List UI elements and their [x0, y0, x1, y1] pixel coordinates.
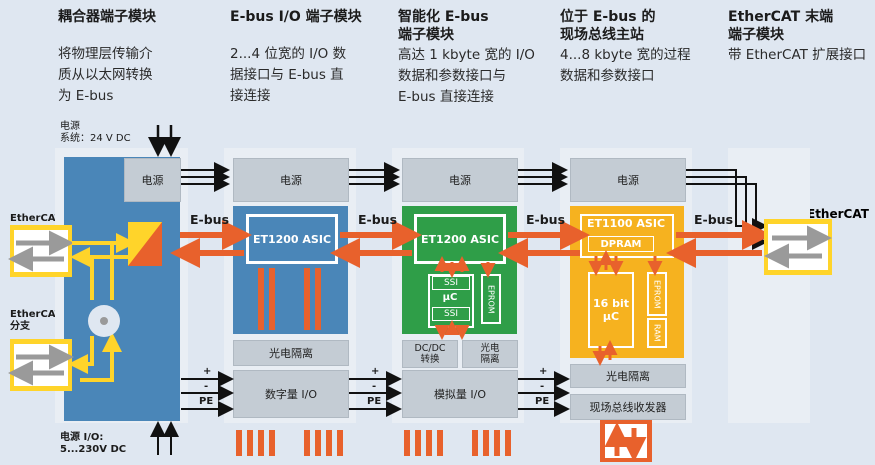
power-system-label: 电源 系统：24 V DC: [60, 121, 131, 145]
desc-line: 据接口与 E-bus 直: [230, 67, 344, 83]
ram: RAM: [647, 318, 667, 348]
asic-et1100: ET1100 ASIC: [586, 216, 666, 230]
ethercat-branch-connector: [8, 339, 74, 391]
opto-line: 隔离: [480, 354, 500, 365]
label-line: 电源: [60, 121, 80, 132]
desc-line: 4...8 kbyte 宽的过程: [560, 47, 691, 63]
plus-label-1: +: [203, 366, 212, 377]
desc-line: 带 EtherCAT 扩展接口: [728, 47, 867, 63]
desc-line: 接连接: [230, 88, 271, 104]
uc-label: µC: [442, 291, 458, 303]
title-line: 端子模块: [728, 27, 784, 43]
ebus-label-4: E-bus: [694, 212, 734, 227]
column-desc-fieldbus-master: 4...8 kbyte 宽的过程 数据和参数接口: [560, 45, 691, 87]
branch-port-center: [100, 317, 108, 325]
column-desc-end-terminal: 带 EtherCAT 扩展接口: [728, 45, 866, 66]
column-desc-intelligent: 高达 1 kbyte 宽的 I/O 数据和参数接口与 E-bus 直接连接: [398, 45, 535, 108]
column-title-ebus-io: E-bus I/O 端子模块: [230, 9, 362, 25]
pe-label-2: PE: [367, 396, 382, 407]
pe-label-1: PE: [199, 396, 214, 407]
end-terminal-module: [728, 148, 810, 423]
dcdc-line: 转换: [420, 354, 440, 365]
power-io-arrows: [150, 371, 570, 455]
fieldbus-power-box: 电源: [570, 158, 686, 202]
label-line: 系统：24 V DC: [60, 133, 131, 144]
minus-label-2: -: [372, 381, 377, 392]
fieldbus-connector: [600, 420, 652, 462]
phy-converter: [128, 222, 162, 266]
desc-line: 为 E-bus: [58, 88, 114, 104]
ebus-label-1: E-bus: [190, 212, 230, 227]
cpu-line: 16 bit: [592, 297, 630, 310]
fieldbus-transceiver: 现场总线收发器: [570, 394, 686, 420]
ethercat-out-connector: [764, 219, 832, 275]
column-title-intelligent: 智能化 E-bus 端子模块: [398, 8, 489, 44]
fieldbus-optocoupler: 光电隔离: [570, 364, 686, 388]
coupler-power-box: 电源: [124, 158, 181, 202]
opto-line: 光电: [480, 343, 500, 354]
power-feed-arrows: [148, 125, 181, 157]
ebus-label-2: E-bus: [358, 212, 398, 227]
digital-io-box: 数字量 I/O: [233, 370, 349, 418]
ebus-arrows: [170, 220, 772, 268]
opto-split-box: 光电隔离: [462, 340, 518, 368]
label-line: EtherCAT: [10, 309, 62, 320]
ebus-io-power-box: 电源: [233, 158, 349, 202]
label-line: 电源 I/O:: [60, 432, 104, 443]
column-desc-ebus-io: 2...4 位宽的 I/O 数 据接口与 E-bus 直 接连接: [230, 44, 346, 107]
column-title-coupler: 耦合器端子模块: [58, 9, 156, 25]
column-title-end-terminal: EtherCAT 末端 端子模块: [728, 8, 833, 44]
title-line: EtherCAT 末端: [728, 9, 834, 25]
fieldbus-link-arrows: [588, 250, 663, 366]
analog-io-box: 模拟量 I/O: [402, 370, 518, 418]
ethercat-out-label: EtherCAT: [807, 207, 869, 221]
label-line: 5...230V DC: [60, 444, 127, 455]
pe-label-3: PE: [535, 396, 550, 407]
ebus-label-3: E-bus: [526, 212, 566, 227]
column-desc-coupler: 将物理层传输介 质从以太网转换 为 E-bus: [58, 44, 153, 107]
ethercat-in-connector: [8, 225, 74, 277]
ebus-io-optocoupler: 光电隔离: [233, 340, 349, 366]
plus-label-2: +: [371, 366, 380, 377]
title-line: 端子模块: [398, 27, 454, 43]
ethercat-branch-label: EtherCAT 分支: [10, 309, 62, 333]
desc-line: E-bus 直接连接: [398, 89, 494, 105]
desc-line: 将物理层传输介: [58, 46, 153, 62]
ethercat-in-label: EtherCAT: [10, 213, 62, 224]
desc-line: 2...4 位宽的 I/O 数: [230, 46, 347, 62]
desc-line: 高达 1 kbyte 宽的 I/O: [398, 47, 535, 63]
label-line: 分支: [10, 321, 30, 332]
power-io-label: 电源 I/O: 5...230V DC: [60, 432, 126, 456]
title-line: 现场总线主站: [560, 27, 644, 43]
dcdc-line: DC/DC: [414, 343, 446, 354]
cpu-line: µC: [602, 310, 620, 323]
intelligent-power-box: 电源: [402, 158, 518, 202]
title-line: 智能化 E-bus: [398, 9, 489, 25]
desc-line: 数据和参数接口与: [398, 68, 506, 84]
column-title-fieldbus-master: 位于 E-bus 的 现场总线主站: [560, 8, 655, 44]
plus-label-3: +: [539, 366, 548, 377]
desc-line: 数据和参数接口: [560, 68, 655, 84]
coupler-yellow-paths: [68, 233, 136, 382]
io-pins-blue: [258, 268, 321, 330]
title-line: 位于 E-bus 的: [560, 9, 656, 25]
minus-label-3: -: [540, 381, 545, 392]
power-bus-lines: [181, 162, 768, 250]
intelligent-link-arrows: [434, 256, 496, 340]
terminal-pins: [236, 430, 511, 456]
minus-label-1: -: [204, 381, 209, 392]
desc-line: 质从以太网转换: [58, 67, 153, 83]
